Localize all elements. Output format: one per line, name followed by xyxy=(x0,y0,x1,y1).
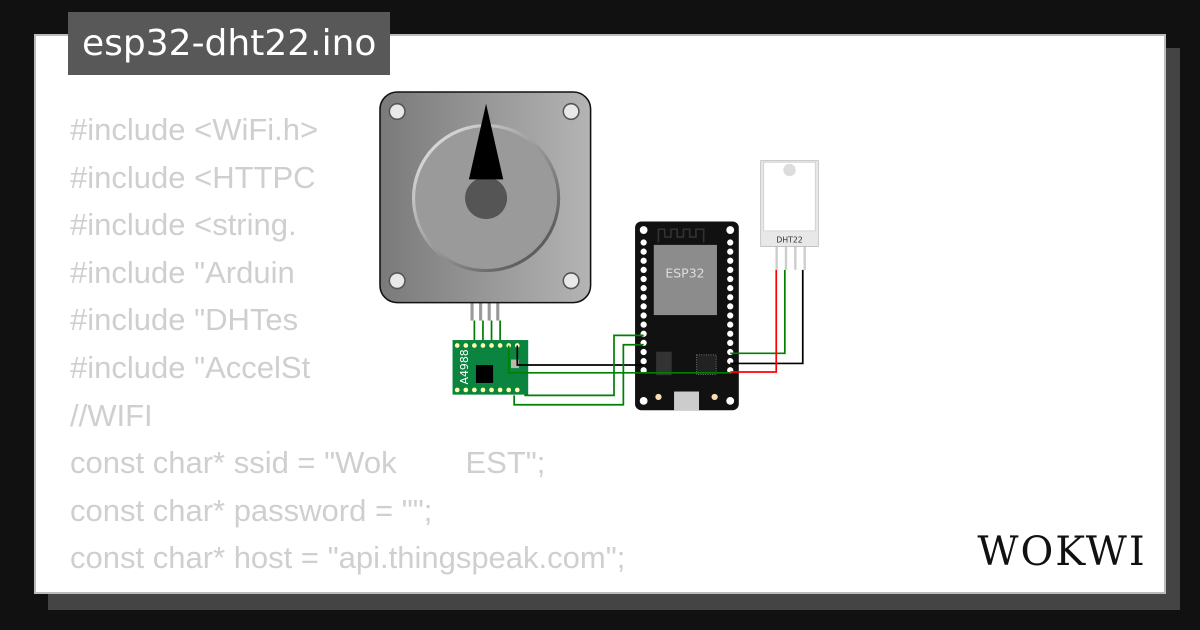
code-line: #include "Arduin xyxy=(70,254,295,290)
motor-needle xyxy=(468,103,504,180)
code-line: #include "AccelSt xyxy=(70,349,311,385)
esp32-pin[interactable] xyxy=(640,266,647,274)
esp32-pin[interactable] xyxy=(640,321,647,328)
a4988-driver[interactable]: A4988 xyxy=(452,340,529,395)
code-line: //WIFI xyxy=(70,397,153,433)
esp32-pin[interactable] xyxy=(727,348,734,356)
code-line: const char* ssid = "Wok EST"; xyxy=(70,445,546,481)
esp32-pin[interactable] xyxy=(727,321,734,328)
mcu-label: ESP32 xyxy=(665,266,704,281)
wokwi-logo: WOKWI xyxy=(977,529,1146,575)
code-line: #include <HTTPC xyxy=(70,159,316,195)
esp32-pin[interactable] xyxy=(727,303,734,310)
driver-label: A4988 xyxy=(458,349,471,384)
esp32-pin[interactable] xyxy=(727,266,734,274)
circuit-parts: A4988 ESP32 DHT22 xyxy=(379,91,819,411)
esp32-pin[interactable] xyxy=(640,285,647,292)
esp32-pin[interactable] xyxy=(727,248,734,255)
esp32-pin[interactable] xyxy=(727,239,734,246)
esp32-pin[interactable] xyxy=(640,275,647,283)
esp32-pin[interactable] xyxy=(727,330,734,337)
esp32-pin[interactable] xyxy=(640,248,647,255)
sensor-label: DHT22 xyxy=(776,236,803,245)
preview-card: #include <WiFi.h> #include <HTTPC #include… xyxy=(34,34,1166,594)
code-line: const char* password = ""; xyxy=(70,492,433,528)
esp32-pin[interactable] xyxy=(640,348,647,356)
esp32-pin[interactable] xyxy=(640,367,647,374)
esp32-pin[interactable] xyxy=(640,358,647,365)
esp32-pin[interactable] xyxy=(727,294,734,301)
esp32-pin[interactable] xyxy=(727,312,734,319)
wires xyxy=(473,269,804,406)
esp32-pin[interactable] xyxy=(640,239,647,246)
code-line: #include <WiFi.h> xyxy=(70,112,319,147)
esp32-pin[interactable] xyxy=(640,294,647,301)
code-line: const char* host = "api.thingspeak.com"; xyxy=(70,540,626,576)
esp32-pin[interactable] xyxy=(727,275,734,283)
stepper-motor[interactable] xyxy=(379,91,592,321)
dht22-sensor[interactable]: DHT22 xyxy=(760,160,819,270)
esp32-board[interactable]: ESP32 xyxy=(635,221,739,411)
esp32-pin[interactable] xyxy=(727,285,734,292)
esp32-pin[interactable] xyxy=(640,303,647,310)
esp32-pin[interactable] xyxy=(727,339,734,347)
esp32-pin[interactable] xyxy=(727,257,734,264)
esp32-pin[interactable] xyxy=(640,257,647,264)
esp32-pin[interactable] xyxy=(640,312,647,319)
code-line: #include <string. xyxy=(70,207,297,243)
file-title: esp32-dht22.ino xyxy=(68,12,391,75)
code-line: #include "DHTes xyxy=(70,302,299,338)
code-preview: #include <WiFi.h> #include <HTTPC #include… xyxy=(70,106,625,582)
